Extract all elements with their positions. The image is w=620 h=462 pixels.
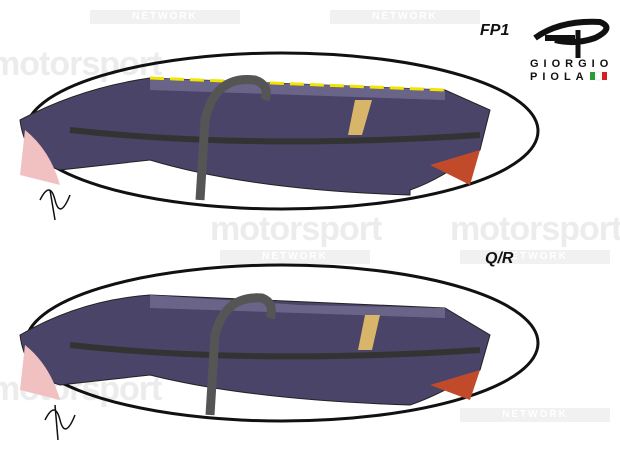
wing-qr: [19, 263, 540, 423]
watermark-network: NETWORK: [220, 250, 370, 264]
watermark-network: NETWORK: [460, 408, 610, 422]
wing-fp1: [19, 51, 540, 211]
watermark-network: NETWORK: [90, 10, 240, 24]
watermark-network: NETWORK: [330, 10, 480, 24]
session-label-fp1: FP1: [480, 22, 510, 39]
artist-signature: [39, 189, 76, 441]
watermark-brand: motorsport: [450, 210, 620, 248]
watermark-brand: motorsport: [210, 210, 382, 248]
watermark-brand: motorsport: [0, 45, 162, 83]
watermark-network: NETWORK: [460, 250, 610, 264]
giorgio-piola-logo-icon: [533, 18, 610, 81]
logo-line2: PIOLA: [530, 71, 589, 83]
session-label-qr: Q/R: [485, 250, 514, 267]
logo-line1: GIORGIO: [530, 58, 614, 70]
gurney-flap-highlight: [149, 76, 446, 92]
